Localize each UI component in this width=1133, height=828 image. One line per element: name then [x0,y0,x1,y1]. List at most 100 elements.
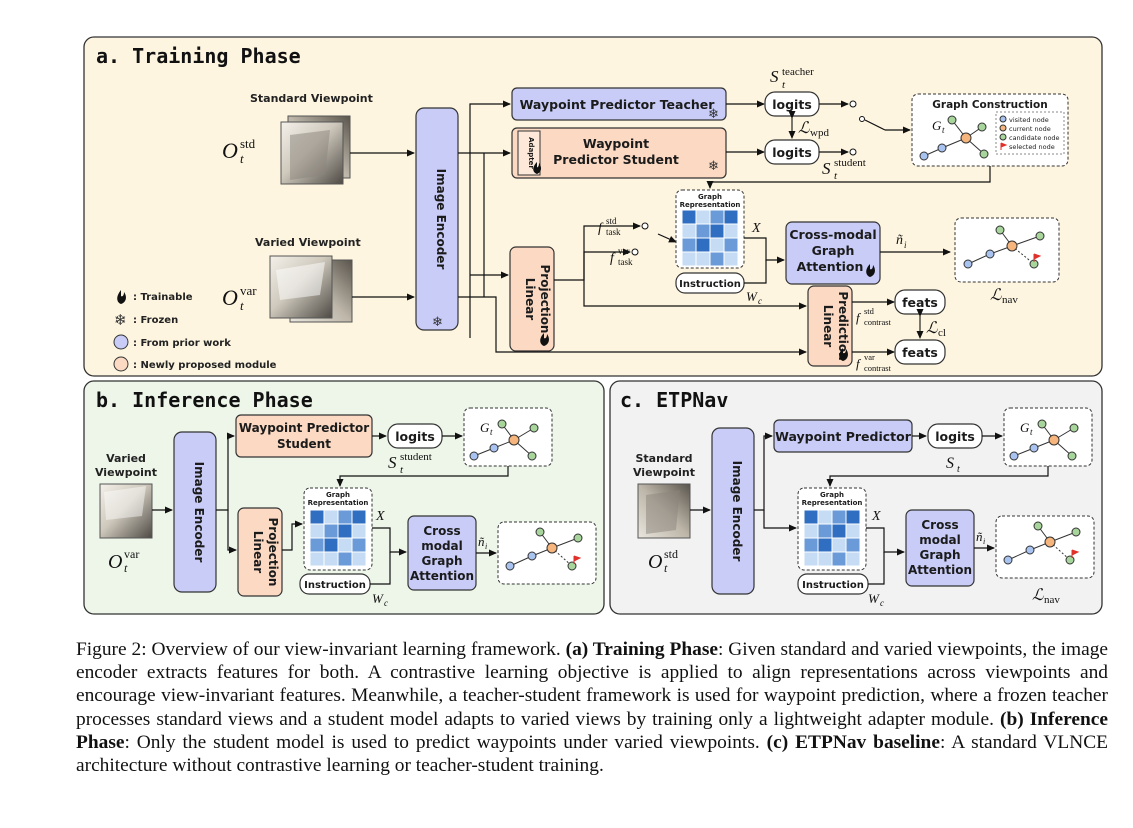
heatmap-grid [309,509,367,567]
cross-modal-graph-attention-b: Cross modal Graph Attention [407,515,477,591]
legend-current-node: current node [1009,125,1051,133]
f-contrast-std-sup: std [864,306,875,316]
f-task-var-symbol: f [610,251,616,266]
s-c-sub: t [957,464,960,475]
panel-etpnav: c. ETPNav Standard Viewpoint O std t Ima… [609,380,1103,615]
snowflake-icon: ❄ [708,158,719,173]
l-cl-sub: cl [938,327,946,339]
panel-training-phase: a. Training Phase Standard Viewpoint O s… [83,36,1103,377]
caption-b-head: (b) Inference Phase [76,708,1108,753]
image-encoder-b-label: Image Encoder [192,462,206,563]
adapter-label: Adapter [527,137,535,169]
f-task-std-symbol: f [598,221,604,236]
standard-view-image-c [637,483,691,539]
logits-c-label: logits [935,429,975,444]
snowflake-icon: ❄ [114,312,127,329]
graph-representation-a: Graph Representation [675,189,745,269]
f-contrast-std-symbol: f [856,310,862,325]
panel-inference-phase: b. Inference Phase Varied Viewpoint O va… [83,380,605,615]
legend-orange-swatch [113,356,129,372]
o-var-b-sub: t [124,561,128,575]
waypoint-predictor-c-label: Waypoint Predictor [775,429,912,444]
instruction-b-label: Instruction [304,580,366,591]
logits-student-label: logits [772,145,812,160]
w-c-c-sub: c [880,598,884,608]
f-task-std-sup: std [606,216,617,226]
image-encoder-a: Image Encoder ❄ [415,107,459,331]
cross-b-label-2: modal [421,539,463,553]
s-student-sub: t [834,170,838,182]
graph-b: G t [463,407,553,467]
waypoint-predictor-student-b: Waypoint Predictor Student [235,414,373,458]
standard-label: Standard [635,452,692,465]
panel-a-title: a. Training Phase [96,44,301,68]
panel-c-title: c. ETPNav [620,388,728,412]
waypoint-predictor-c: Waypoint Predictor [773,419,913,453]
o-std-c-sup: std [664,547,678,561]
caption-c-head: (c) ETPNav baseline [766,731,940,753]
legend-trainable: : Trainable [133,292,193,303]
l-wpd-sub: wpd [810,127,829,139]
linear-prediction-label-1: Linear [821,305,835,348]
logits-b-label: logits [395,429,435,444]
g-t-c-sub: t [1030,427,1033,437]
o-std-sup: std [240,136,256,151]
instruction-a: Instruction [675,272,745,294]
snowflake-icon: ❄ [708,106,719,121]
n-c-sub: i [983,537,985,546]
linear-prediction: Linear Prediction [807,285,853,367]
legend-visited-node: visited node [1009,116,1049,124]
waypoint-predictor-student: Adapter Waypoint Predictor Student ❄ [511,127,727,179]
s-teacher-sub: t [782,79,786,91]
graph-rep-b-label-1: Graph [326,491,350,499]
o-var-b-symbol: O [108,551,122,573]
graph-construction: Graph Construction G t visited node curr… [911,93,1069,167]
f-task-var-sub: task [618,257,633,267]
w-c-a-symbol: W [746,289,758,304]
s-student-symbol: S [822,159,831,178]
student-label-1: Waypoint [583,136,649,151]
flame-icon [117,290,126,304]
caption-a-head: (a) Training Phase [565,639,718,660]
w-c-b-symbol: W [372,591,384,606]
legend: : Trainable ❄ : Frozen : From prior work… [113,290,277,372]
linear-projection-b-label-1: Linear [251,531,265,574]
linear-projection-a-label-2: Projection [538,265,552,334]
o-std-c-symbol: O [648,551,662,573]
o-std-sub: t [240,151,244,166]
s-c-symbol: S [946,455,954,472]
varied-viewpoint-label: Varied Viewpoint [255,236,361,249]
logits-teacher: logits [764,91,820,117]
legend-candidate-node: candidate node [1009,134,1060,142]
feats-var-label: feats [902,345,938,360]
n-a-symbol: ñ [896,233,903,248]
s-student-sup: student [834,157,866,169]
flame-icon [866,264,875,277]
cross-b-label-4: Attention [410,569,474,583]
cross-c-label-4: Attention [908,563,972,577]
graph-rep-c-label-2: Representation [802,499,863,507]
s-teacher-sup: teacher [782,66,814,78]
l-nav-a-sub: nav [1002,294,1018,306]
standard-viewpoint-label: Standard Viewpoint [250,92,373,105]
x-b-symbol: X [375,509,385,524]
x-c-symbol: X [871,509,881,524]
f-contrast-var-sub: contrast [864,363,892,373]
cross-b-label-3: Graph [422,554,463,568]
s-student-b-symbol: S [388,453,397,472]
cross-modal-graph-attention-a: Cross-modal Graph Attention [785,221,881,285]
instruction-a-label: Instruction [679,279,741,290]
g-t-c-symbol: G [1020,420,1030,435]
varied-label: Varied [106,452,146,465]
legend-blue-swatch [113,334,129,350]
l-nav-c-sub: nav [1044,594,1060,606]
g-t-symbol: G [932,118,942,133]
image-encoder-c: Image Encoder [711,427,755,595]
logits-c: logits [927,423,983,449]
f-task-std-sub: task [606,227,621,237]
o-std-c-sub: t [664,561,668,575]
f-contrast-var-symbol: f [856,356,862,371]
linear-projection-b: Linear Projection [237,507,283,597]
n-b-sub: i [485,542,487,551]
